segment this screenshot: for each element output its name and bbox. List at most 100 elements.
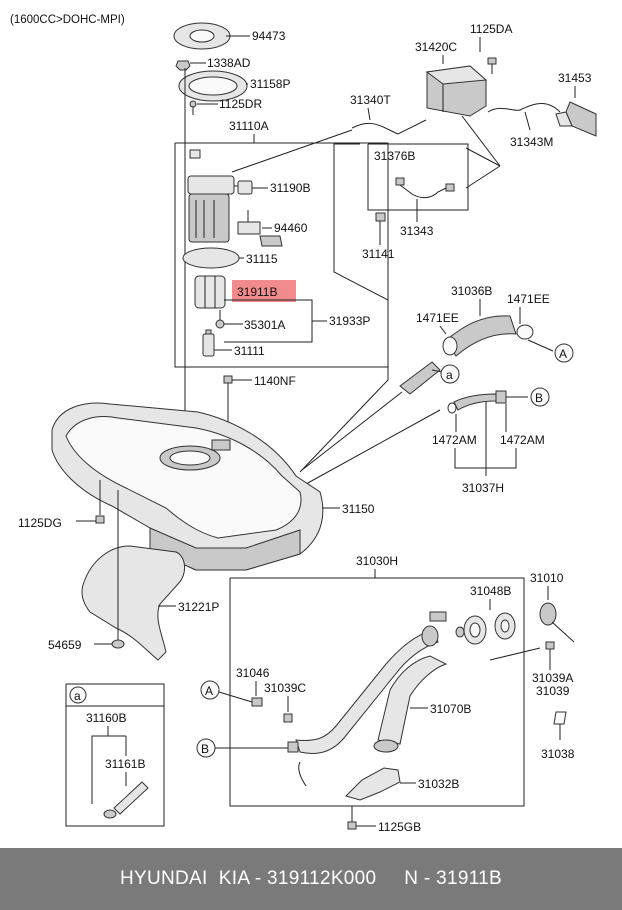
label-1140NF: 1140NF (254, 374, 296, 388)
part-1125DR-bolt (189, 100, 197, 115)
label-54659: 54659 (48, 638, 82, 652)
label-31161B: 31161B (105, 757, 145, 771)
part-31048B-gasket (455, 612, 516, 645)
part-31046-valve (251, 697, 263, 707)
parts-diagram: (1600CC>DOHC-MPI) 94473 1338AD 31158P 11… (10, 14, 597, 834)
label-31343: 31343 (400, 224, 434, 238)
breather-hose (298, 761, 307, 787)
tube-31340T (351, 119, 427, 135)
part-94473-cover-plate (173, 22, 231, 50)
callout-A-upper-label: A (559, 347, 567, 361)
label-31141: 31141 (362, 247, 395, 261)
part-1125DG-bolt (95, 515, 105, 524)
part-31221P-heat-shield (81, 545, 185, 661)
label-1472AM-right: 1472AM (500, 433, 545, 447)
label-31010: 31010 (530, 571, 564, 585)
part-31115-strainer (182, 247, 240, 269)
vapor-line-leader (299, 143, 389, 473)
part-31110A-pump-module (187, 149, 250, 243)
highlighted-part-box (232, 280, 296, 302)
filler-neck-pipe (399, 361, 441, 395)
part-31420C-canister (425, 65, 488, 117)
part-31038-label-sticker (553, 711, 567, 725)
label-1125DA: 1125DA (470, 22, 512, 36)
box-31376B (367, 143, 469, 211)
callout-a-inset-label: a (74, 689, 81, 703)
part-31111-fuel-pump (202, 329, 215, 357)
part-31036B-filler-hose (442, 315, 534, 357)
callout-A-upper (554, 343, 574, 363)
part-31911B-fuel-filter (194, 275, 226, 309)
part-31453-filter (555, 101, 597, 137)
callout-A-lower (200, 680, 220, 700)
part-31039C-clip (283, 713, 293, 723)
part-54659-clip (111, 639, 125, 649)
part-31161B-filler-tube (103, 781, 149, 819)
label-31110A: 31110A (229, 119, 269, 133)
label-31030H: 31030H (356, 554, 398, 568)
part-31039A-bolt (545, 641, 555, 670)
footer-part-number: HYUNDAI KIA - 319112K000 N - 31911B (120, 868, 502, 889)
label-31376B: 31376B (374, 149, 415, 163)
part-31150-fuel-tank (51, 402, 324, 571)
label-31070B: 31070B (430, 702, 471, 716)
label-31221P: 31221P (178, 600, 219, 614)
part-31190B (237, 180, 253, 195)
label-31048B: 31048B (470, 584, 511, 598)
callout-a-inset (69, 686, 87, 704)
label-1125DG: 1125DG (18, 516, 62, 530)
label-31453: 31453 (558, 71, 592, 85)
label-31046: 31046 (236, 666, 270, 680)
part-31010-fuel-cap (539, 602, 575, 643)
part-1338AD-nut (175, 60, 191, 71)
callout-B-upper (530, 387, 550, 407)
filler-neck-group-frame (229, 577, 525, 807)
callout-B-lower-label: B (201, 742, 209, 756)
label-31150: 31150 (342, 502, 375, 516)
label-1472AM-left: 1472AM (432, 433, 477, 447)
label-31911B: 31911B (237, 285, 277, 299)
callout-a-upper (440, 364, 460, 384)
label-31343M: 31343M (510, 135, 553, 149)
label-31340T: 31340T (350, 93, 391, 107)
part-1125GB-bolt (347, 806, 357, 830)
label-31039A: 31039A (532, 671, 573, 685)
hose-clip-icon (395, 177, 405, 186)
label-31115: 31115 (246, 252, 278, 266)
label-31037H: 31037H (462, 481, 504, 495)
part-94460-fuel-sender (237, 210, 283, 247)
part-31070B-filler-pipe (295, 611, 448, 754)
label-31039C: 31039C (264, 681, 306, 695)
label-1338AD: 1338AD (207, 56, 251, 70)
part-31032B-bracket (345, 767, 401, 801)
inset-a-frame (65, 683, 165, 827)
part-35301A-regulator (215, 310, 225, 329)
label-1471EE-left: 1471EE (416, 311, 459, 325)
leader-31160B (91, 726, 109, 804)
label-31038: 31038 (541, 747, 575, 761)
label-31036B: 31036B (451, 284, 492, 298)
engine-spec-label: (1600CC>DOHC-MPI) (10, 14, 125, 26)
label-1125DR: 1125DR (219, 97, 262, 111)
label-31039: 31039 (536, 684, 570, 698)
callout-B-upper-label: B (535, 391, 543, 405)
label-31032B: 31032B (418, 777, 459, 791)
hose-31343 (395, 181, 447, 199)
label-94473: 94473 (252, 29, 286, 43)
hose-clip-icon (287, 741, 299, 753)
label-1125GB: 1125GB (378, 820, 421, 834)
part-31158P-ring (178, 70, 248, 102)
label-31160B: 31160B (86, 711, 126, 725)
label-31111: 31111 (234, 344, 265, 358)
part-1125DA-bolt (487, 57, 497, 74)
hose-31343M (487, 103, 561, 113)
callout-a-upper-label: a (446, 368, 453, 382)
callout-A-lower-label: A (205, 684, 213, 698)
label-35301A: 35301A (244, 318, 285, 332)
footer-bar: HYUNDAI KIA - 319112K000 N - 31911B (0, 848, 622, 910)
hose-clip-icon (445, 183, 455, 192)
label-31420C: 31420C (415, 40, 457, 54)
label-31190B: 31190B (270, 181, 310, 195)
label-1471EE-right: 1471EE (507, 292, 550, 306)
part-31037H-vent-hose (447, 390, 507, 414)
